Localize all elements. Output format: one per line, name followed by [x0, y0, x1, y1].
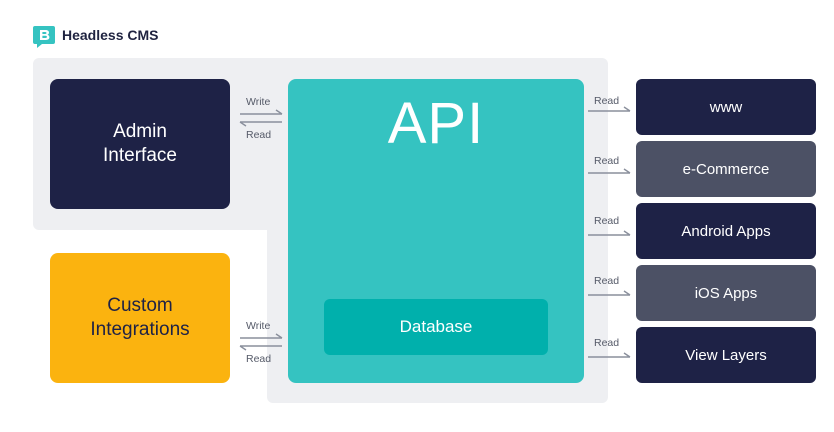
- client-box-android: Android Apps: [636, 203, 816, 259]
- admin-read-arrow: [239, 121, 282, 127]
- read-arrow-view-layers: [588, 352, 631, 358]
- custom-integrations-label-line1: Custom: [107, 295, 173, 316]
- client-read-label-android: Read: [594, 215, 620, 227]
- admin-interface-label-line1: Admin: [113, 121, 167, 142]
- client-read-label-ios: Read: [594, 275, 620, 287]
- client-read-label-ecommerce: Read: [594, 155, 620, 167]
- read-arrow-ios: [588, 290, 631, 296]
- custom-write-label: Write: [246, 320, 271, 332]
- api-title: API: [387, 91, 485, 156]
- custom-write-arrow: [240, 333, 283, 339]
- logo-icon: [33, 26, 55, 48]
- admin-read-label: Read: [246, 129, 272, 141]
- client-read-label-view-layers: Read: [594, 337, 620, 349]
- admin-interface-box: Admin Interface: [50, 79, 230, 209]
- client-label-android: Android Apps: [681, 222, 771, 240]
- read-arrow-android: [588, 230, 631, 236]
- admin-write-arrow: [240, 109, 283, 115]
- custom-integrations-label-line2: Integrations: [90, 319, 190, 340]
- admin-write-label: Write: [246, 96, 271, 108]
- client-read-label-www: Read: [594, 95, 620, 107]
- custom-integrations-box: Custom Integrations: [50, 253, 230, 383]
- custom-read-label: Read: [246, 353, 272, 365]
- client-box-ios: iOS Apps: [636, 265, 816, 321]
- client-label-www: www: [709, 98, 743, 116]
- database-label: Database: [399, 317, 473, 336]
- client-label-ecommerce: e-Commerce: [682, 160, 770, 178]
- read-arrow-www: [588, 106, 631, 112]
- database-box: Database: [324, 299, 548, 355]
- custom-read-arrow: [239, 345, 282, 351]
- page-title: Headless CMS: [62, 27, 159, 43]
- client-box-www: www: [636, 79, 816, 135]
- client-box-view-layers: View Layers: [636, 327, 816, 383]
- client-label-ios: iOS Apps: [694, 284, 758, 302]
- read-arrow-ecommerce: [588, 168, 631, 174]
- admin-interface-label-line2: Interface: [103, 145, 177, 166]
- client-label-view-layers: View Layers: [685, 346, 767, 364]
- client-box-ecommerce: e-Commerce: [636, 141, 816, 197]
